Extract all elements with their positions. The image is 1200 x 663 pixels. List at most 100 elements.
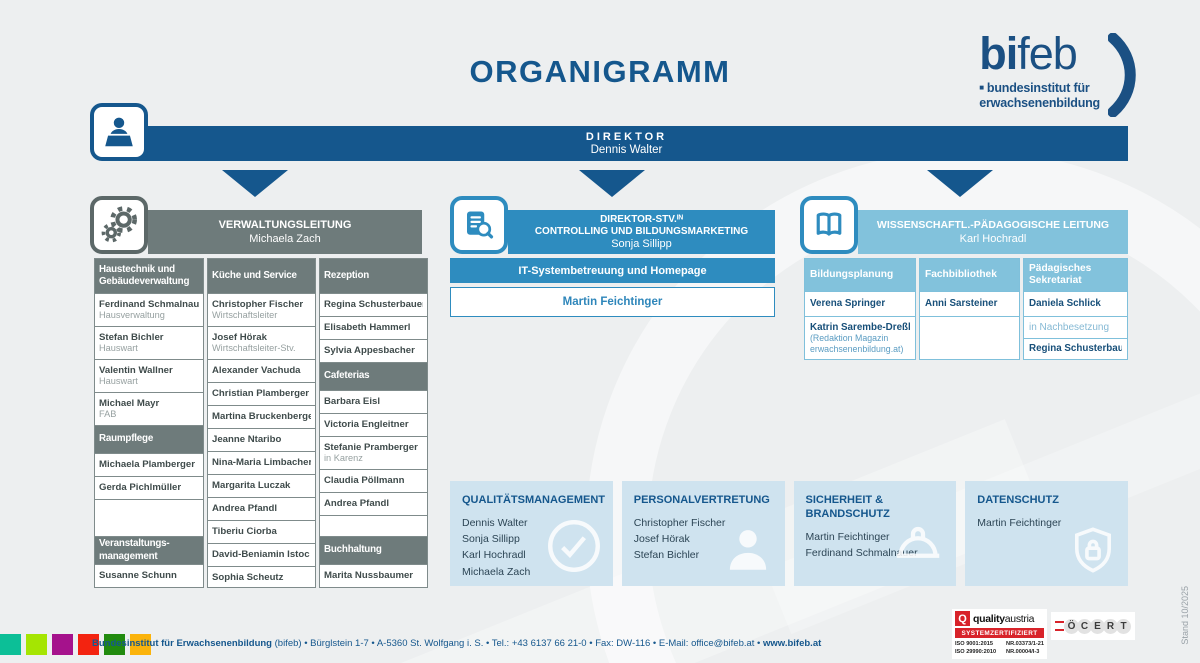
document-search-icon [450, 196, 508, 254]
arrow-down-icon [927, 170, 993, 197]
oecert-letter: Ö [1064, 618, 1079, 634]
person-name: Claudia Pöllmann [324, 475, 405, 487]
person-name: Regina Schusterbauer [1029, 343, 1122, 355]
person-name: Jeanne Ntaribo [212, 434, 282, 446]
org-cell-person: Tiberiu Ciorba [208, 520, 315, 543]
person-role: Wirtschaftsleiter-Stv. [212, 343, 296, 354]
org-cell-person: Martina Bruckenberger [208, 405, 315, 428]
org-cell-person: Daniela Schlick [1024, 291, 1127, 316]
person-role: Wirtschaftsleiter [212, 310, 278, 321]
person-name: Susanne Schunn [99, 570, 177, 582]
info-box-title: SICHERHEIT & BRANDSCHUTZ [805, 494, 890, 520]
person-name: Martina Bruckenberger [212, 411, 311, 423]
person-name: Josef Hörak [212, 331, 267, 343]
org-cell-header: Buchhaltung [320, 536, 427, 564]
org-cell-person: Claudia Pöllmann [320, 469, 427, 492]
director-name: Dennis Walter [590, 144, 663, 156]
org-cell-person: Alexander Vachuda [208, 359, 315, 382]
person-name: Anni Sarsteiner [925, 298, 998, 310]
person-name: Stefan Bichler [99, 331, 164, 343]
org-cell-empty [920, 316, 1019, 359]
org-cell-person: Regina Schusterbauer [320, 293, 427, 316]
stand-date: Stand 10/2025 [1180, 586, 1190, 645]
person-name: Nina-Maria Limbacher [212, 457, 311, 469]
person-name: Andrea Pfandl [324, 498, 390, 510]
info-box-person: Martin Feichtinger [805, 530, 890, 543]
person-name: Andrea Pfandl [212, 503, 278, 515]
person-name: Daniela Schlick [1029, 298, 1101, 310]
person-name: David-Beniamin Istoc [212, 549, 310, 561]
info-box-person: Christopher Fischer [633, 516, 726, 529]
footer-color-square [130, 634, 151, 655]
logo-square-bullet: ■ [979, 83, 984, 93]
org-cell-person: Elisabeth Hammerl [320, 316, 427, 339]
footer-color-square [52, 634, 73, 655]
person-name: Gerda Pichlmüller [99, 482, 182, 494]
person-name: Sylvia Appesbacher [324, 345, 415, 357]
it-table-person: Martin Feichtinger [450, 287, 775, 317]
it-table-header: IT-Systembetreuung und Homepage [450, 258, 775, 283]
info-box-title: QUALITÄTSMANAGEMENT [462, 494, 605, 506]
note-text: in Nachbesetzung [1029, 322, 1110, 333]
org-cell-empty [320, 515, 427, 536]
info-box-title: PERSONALVERTRETUNG [633, 494, 770, 506]
person-role: Hauswart [99, 376, 138, 387]
person-name: Victoria Engleitner [324, 419, 409, 431]
person-name: Katrin Sarembe-Dreßler [810, 321, 910, 333]
bifeb-logo-wordmark: bifeb [979, 28, 1078, 79]
person-name: Barbara Eisl [324, 396, 380, 408]
person-name: Sophia Scheutz [212, 572, 284, 584]
footer-text-segment: Bundesinstitut für Erwachsenenbildung [92, 638, 272, 649]
open-book-icon [800, 196, 858, 254]
oecert-letter: T [1116, 618, 1131, 634]
org-cell-person: Barbara Eisl [320, 390, 427, 413]
org-cell-header: Pädagisches Sekretariat [1024, 259, 1127, 291]
org-cell-person: Jeanne Ntaribo [208, 428, 315, 451]
iso-numbers: ISO 9001:2015 ISO 29990:2010 [955, 641, 997, 656]
director-bar: DIREKTOR Dennis Walter [125, 126, 1128, 161]
org-cell-header: Küche und Service [208, 259, 315, 293]
helmet-icon [888, 517, 948, 582]
org-cell-header: Rezeption [320, 259, 427, 293]
info-box-person: Sonja Sillipp [462, 533, 520, 546]
org-cell-person: Sylvia Appesbacher [320, 339, 427, 362]
arrow-down-icon [222, 170, 288, 197]
branch-header-paedagogische-leitung: WISSENSCHAFTL.-PÄDAGOGISCHE LEITUNG Karl… [858, 210, 1128, 254]
footer-color-square [26, 634, 47, 655]
oecert-letter: C [1077, 618, 1092, 634]
person-name: Christopher Fischer [212, 298, 304, 310]
org-cell-person: Andrea Pfandl [208, 497, 315, 520]
person-name: Tiberiu Ciorba [212, 526, 277, 538]
footer-text-segment: (bifeb) • Bürglstein 1-7 • A-5360 St. Wo… [271, 638, 764, 649]
org-cell-person: Nina-Maria Limbacher [208, 451, 315, 474]
person-role: in Karenz [324, 453, 363, 464]
org-cell-header: Bildungsplanung [805, 259, 915, 291]
info-box-person: Michaela Zach [462, 565, 531, 578]
org-cell-header: Fachbibliothek [920, 259, 1019, 291]
org-cell-person: David-Beniamin Istoc [208, 543, 315, 566]
oecert-stripes-icon [1055, 621, 1064, 631]
arrow-down-icon [579, 170, 645, 197]
bifeb-logo: bifeb ■bundesinstitut für erwachsenenbil… [979, 28, 1140, 122]
org-cell-person: Marita Nussbaumer [320, 564, 427, 587]
director-lectern-icon [90, 103, 148, 161]
bifeb-logo-subline: ■bundesinstitut für erwachsenenbildung [979, 81, 1100, 110]
info-box-person: Ferdinand Schmalnauer [805, 546, 918, 559]
info-box-title: DATENSCHUTZ [977, 494, 1059, 506]
person-role: (Redaktion Magazin erwachsenenbildung.at… [810, 333, 904, 354]
footer-color-square [104, 634, 125, 655]
person-name: Michael Mayr [99, 397, 160, 409]
person-name: Christian Plamberger [212, 388, 310, 400]
org-cell-person: Susanne Schunn [95, 564, 203, 587]
person-name: Stefanie Pramberger [324, 441, 418, 453]
logo-paren-icon [1107, 32, 1140, 122]
